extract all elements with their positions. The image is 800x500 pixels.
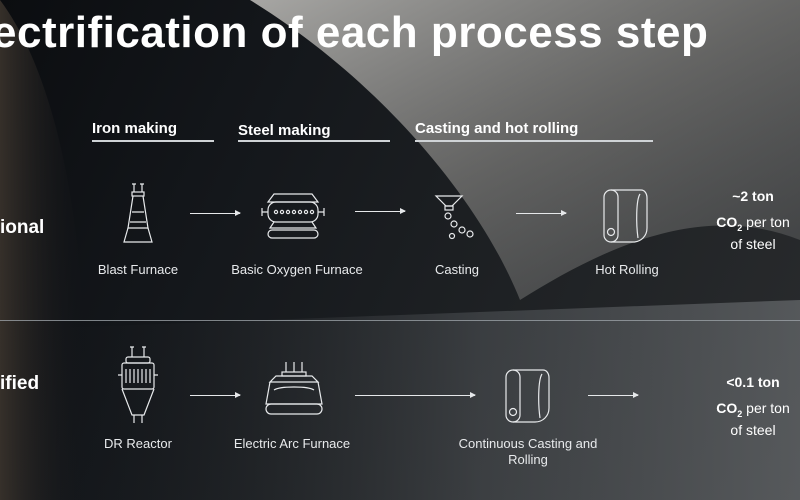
co2-per-ton: per ton bbox=[742, 400, 790, 416]
co2-subscript: 2 bbox=[737, 222, 743, 233]
caption-basic-oxygen-furnace: Basic Oxygen Furnace bbox=[231, 262, 363, 277]
electric-arc-furnace-icon bbox=[265, 362, 323, 415]
co2-subscript: 2 bbox=[737, 408, 743, 419]
arrow-conv-1 bbox=[190, 210, 241, 216]
arrow-elec-2 bbox=[355, 392, 476, 398]
co2-label: CO bbox=[716, 400, 738, 416]
arrow-conv-3 bbox=[516, 210, 567, 216]
arrow-conv-2 bbox=[355, 208, 406, 214]
header-iron-underline bbox=[92, 140, 214, 142]
header-casting-underline bbox=[415, 140, 653, 142]
co2-of-steel: of steel bbox=[730, 421, 776, 438]
basic-oxygen-furnace-icon bbox=[261, 193, 325, 239]
arrow-elec-1 bbox=[190, 392, 241, 398]
dr-reactor-icon bbox=[118, 346, 158, 423]
co2-of-steel: of steel bbox=[730, 235, 776, 252]
caption-electric-arc-furnace: Electric Arc Furnace bbox=[233, 436, 351, 451]
hot-rolling-icon bbox=[603, 189, 648, 243]
co2-label: CO bbox=[716, 214, 738, 230]
co2-electrified: <0.1 ton CO2 per ton of steel bbox=[693, 374, 800, 438]
blast-furnace-icon bbox=[123, 183, 153, 243]
co2-amount-electrified: <0.1 ton bbox=[726, 374, 780, 390]
row-label-conventional: ional bbox=[0, 217, 45, 238]
caption-dr-reactor: DR Reactor bbox=[104, 436, 172, 451]
header-steel-making: Steel making bbox=[238, 122, 331, 139]
header-iron-making: Iron making bbox=[92, 120, 178, 137]
co2-per-ton: per ton bbox=[742, 214, 790, 230]
page-title: ectrification of each process step bbox=[0, 8, 709, 57]
row-label-electrified: ified bbox=[0, 373, 40, 394]
caption-blast-furnace: Blast Furnace bbox=[97, 262, 179, 277]
row-divider bbox=[0, 320, 800, 321]
co2-amount-conventional: ~2 ton bbox=[732, 188, 774, 204]
header-casting-hot-rolling: Casting and hot rolling bbox=[415, 120, 579, 137]
casting-icon bbox=[434, 195, 474, 240]
continuous-casting-rolling-icon bbox=[505, 369, 550, 423]
caption-continuous-casting-rolling: Continuous Casting and Rolling bbox=[458, 436, 598, 467]
caption-casting: Casting bbox=[434, 262, 480, 277]
co2-conventional: ~2 ton CO2 per ton of steel bbox=[693, 188, 800, 252]
caption-hot-rolling: Hot Rolling bbox=[595, 262, 659, 277]
arrow-elec-3 bbox=[588, 392, 639, 398]
header-steel-underline bbox=[238, 140, 390, 142]
